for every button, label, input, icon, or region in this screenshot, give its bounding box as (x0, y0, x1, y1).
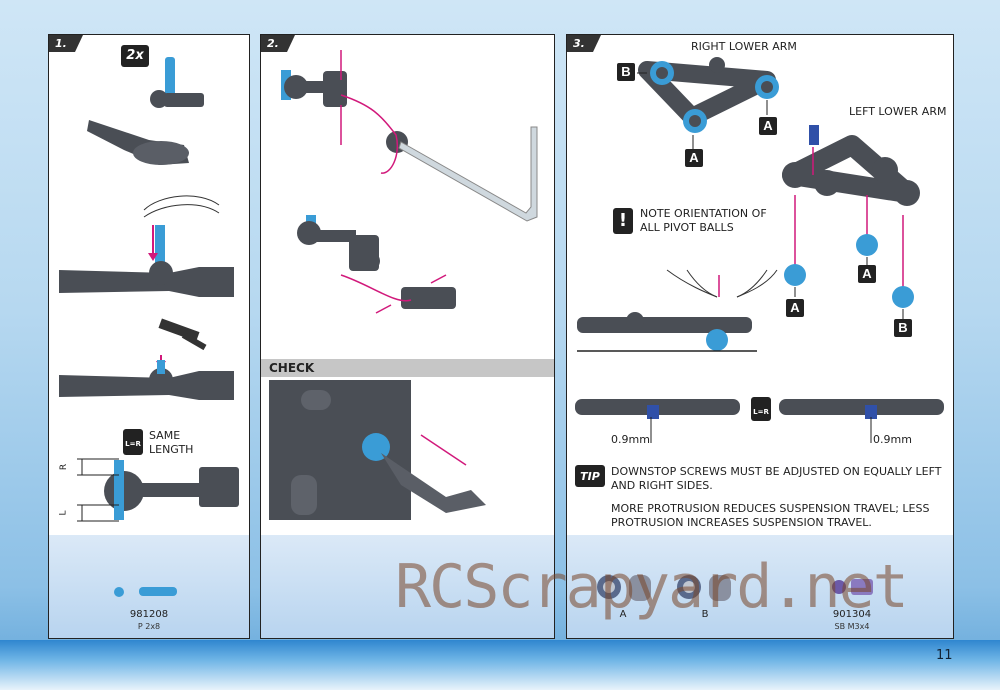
right-arm-label: RIGHT LOWER ARM (691, 40, 797, 53)
page-number: 11 (936, 648, 953, 663)
callout-a-ball-1: A (858, 265, 876, 283)
step1-part-desc: P 2x8 (137, 622, 161, 631)
check-bar: CHECK (261, 359, 554, 377)
tip-text-2: MORE PROTRUSION REDUCES SUSPENSION TRAVE… (611, 502, 930, 529)
step3-part-number: 901304 (832, 609, 872, 620)
dim-l-label: L (58, 510, 69, 516)
warning-icon: ! (613, 208, 633, 234)
tip-text-1: DOWNSTOP SCREWS MUST BE ADJUSTED ON EQUA… (611, 465, 942, 492)
left-arm-label: LEFT LOWER ARM (849, 105, 947, 118)
measure-right: 0.9mm (873, 433, 912, 446)
step2-panel: 2. CHECK (260, 34, 555, 639)
callout-a-right-arm-1: A (759, 117, 777, 135)
ball-b-label: B (701, 609, 709, 620)
step1-panel: 1. 2x L= (48, 34, 250, 639)
callout-b-right-arm: B (617, 63, 635, 81)
watermark: RCScrapyard.net (395, 552, 909, 622)
callout-a-right-arm-2: A (685, 149, 703, 167)
ball-a-label: A (619, 609, 627, 620)
measure-left: 0.9mm (611, 433, 650, 446)
step1-parts-box: 981208 P 2x8 (49, 535, 249, 638)
callout-b-ball: B (894, 319, 912, 337)
lr-equal-icon: L=R (123, 429, 143, 455)
step3-parts-box: A B 901304 SB M3x4 (567, 535, 953, 638)
bottom-band (0, 640, 1000, 690)
step3-parts-illustration (597, 575, 873, 601)
step1-part-number: 981208 (129, 609, 169, 620)
step2-parts-box (261, 535, 554, 638)
step1-parts-illustration (114, 587, 177, 597)
dim-r-label: R (59, 463, 70, 471)
lr-equal-icon-2: L=R (751, 397, 771, 421)
note-text: NOTE ORIENTATION OF ALL PIVOT BALLS (640, 207, 767, 234)
step1-illustration (59, 57, 239, 522)
step1-number: 1. (49, 35, 83, 52)
step2-number: 2. (261, 35, 295, 52)
step3-number: 3. (567, 35, 601, 52)
check-illustration (269, 380, 486, 520)
step2-illustration (281, 50, 538, 314)
same-length-label: SAME LENGTH (149, 429, 194, 456)
callout-a-ball-2: A (786, 299, 804, 317)
step3-panel: 3. RIGHT LOWER ARM LEFT LOWER ARM (566, 34, 954, 639)
qty-badge: 2x (121, 45, 149, 67)
step3-part-desc: SB M3x4 (834, 622, 870, 631)
tip-icon: TIP (575, 465, 605, 487)
step3-illustration (575, 57, 944, 443)
